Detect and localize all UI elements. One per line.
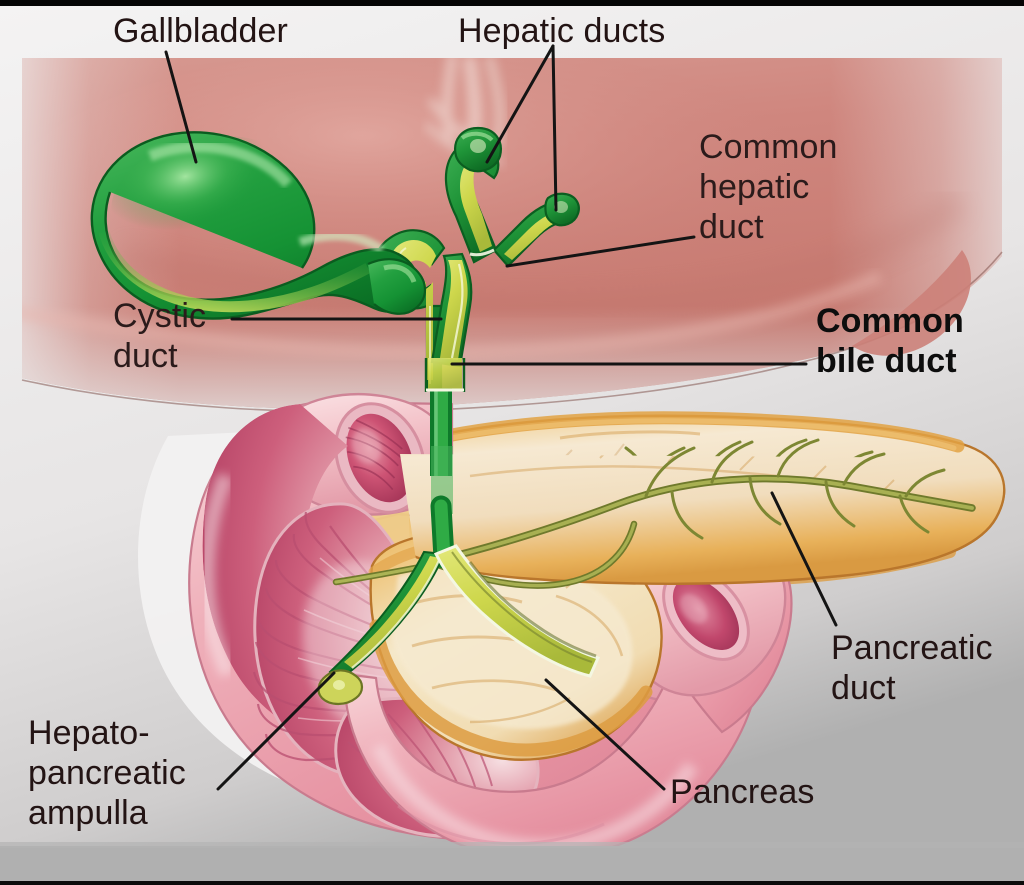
leader-gallbladder — [164, 50, 198, 164]
biliary-tree — [90, 126, 601, 706]
top-black-bar — [0, 0, 1024, 6]
leader-lines — [164, 44, 838, 791]
label-pancreas: Pancreas — [670, 773, 815, 811]
label-pancreatic-duct: Pancreatic duct — [831, 629, 993, 707]
label-hepatopancreatic-ampulla: Hepato- pancreatic ampulla — [28, 714, 186, 832]
leader-hepatic-duct-left — [485, 44, 555, 164]
leader-common-hepatic — [505, 235, 696, 268]
leader-hepatic-duct-right — [551, 44, 558, 212]
bottom-gray-band — [0, 846, 1024, 879]
bottom-black-bar — [0, 881, 1024, 885]
pancreatic-duct-main — [332, 438, 976, 589]
label-common-hepatic-duct: Common hepatic duct — [699, 128, 838, 246]
label-hepatic-ducts: Hepatic ducts — [458, 12, 666, 50]
label-common-bile-duct: Common bile duct — [816, 302, 964, 380]
leader-pancreatic-duct — [770, 491, 838, 627]
illustration-canvas — [0, 6, 1024, 879]
leader-pancreas — [544, 678, 666, 791]
leader-hepatopancreatic-ampulla — [216, 671, 336, 791]
label-gallbladder: Gallbladder — [113, 12, 288, 50]
label-cystic-duct: Cystic duct — [113, 297, 207, 375]
liver-lobe — [852, 250, 971, 356]
